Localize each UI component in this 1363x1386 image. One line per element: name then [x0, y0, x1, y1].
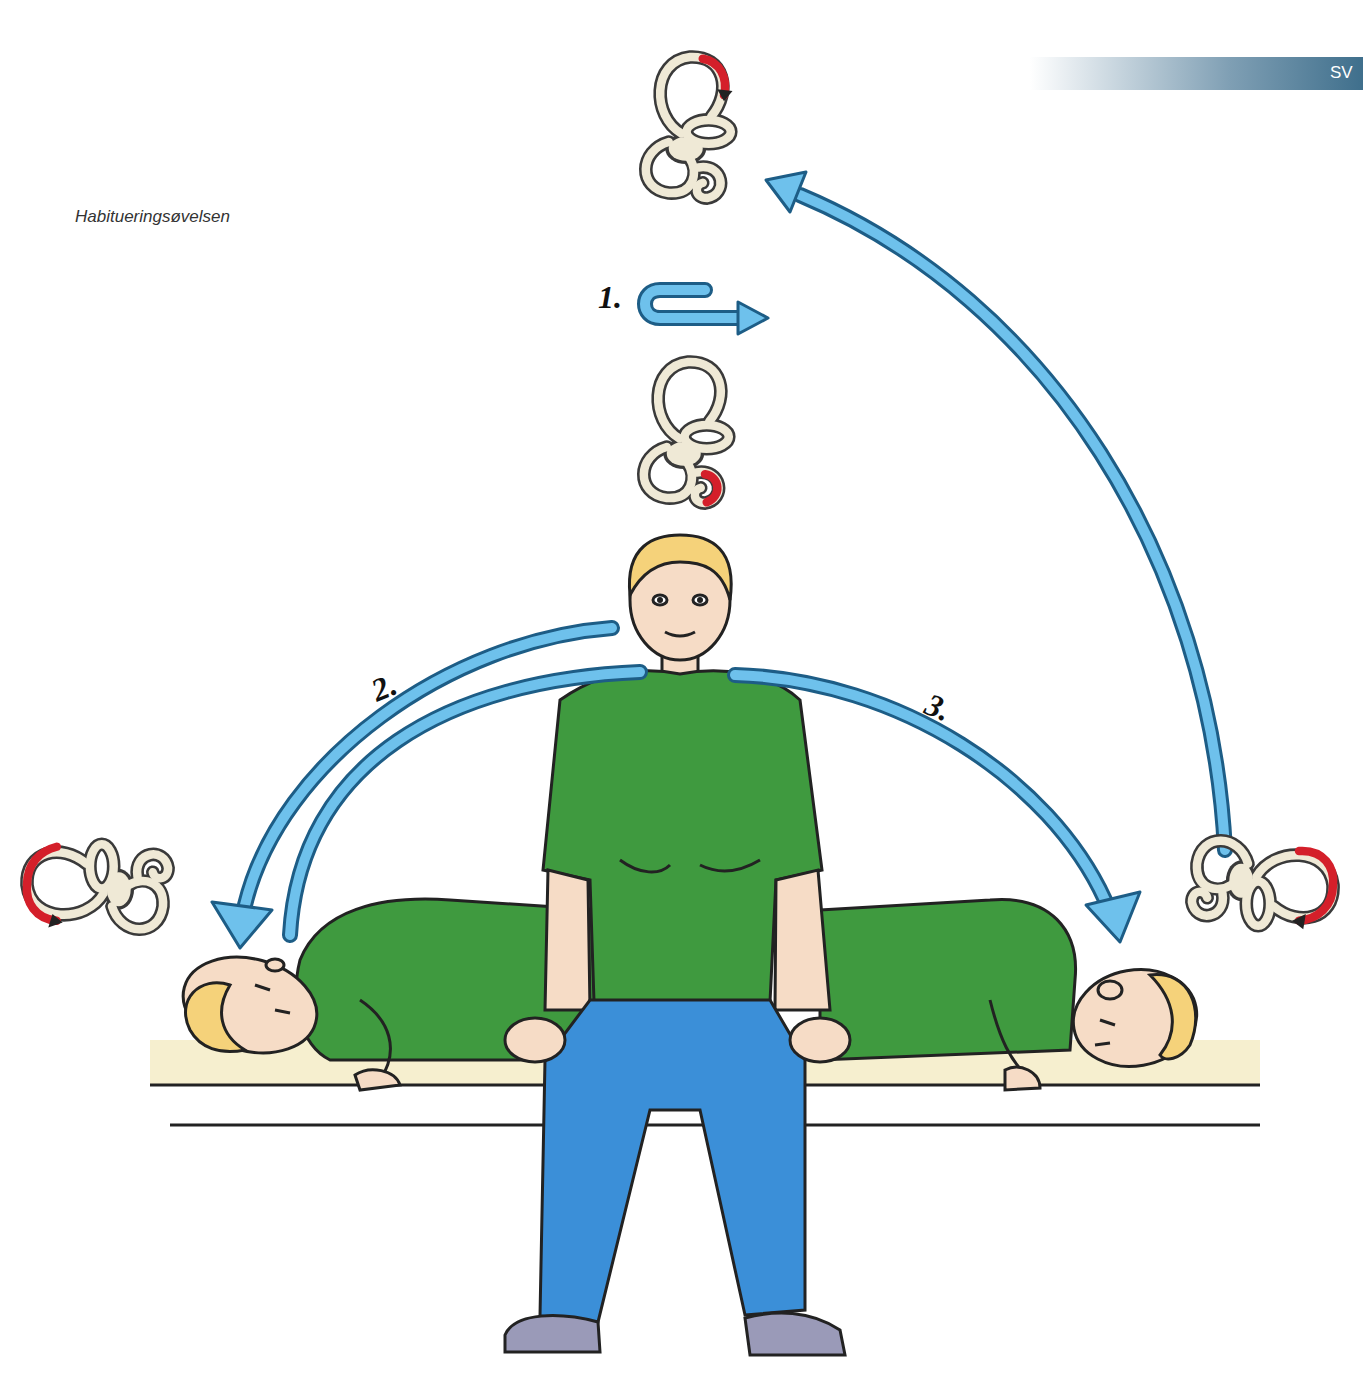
header-bar: [1030, 57, 1363, 90]
inner-ear-symbol: [644, 362, 729, 503]
header-text: SV: [1330, 63, 1353, 83]
inner-ear-symbol: [1192, 841, 1333, 926]
inner-ear-middle: [644, 362, 729, 503]
inner-ear-symbol: [646, 57, 731, 198]
movement-arrows: [212, 172, 1225, 948]
inner-ear-right: [1192, 841, 1333, 929]
figure-caption: Habitueringsøvelsen: [75, 207, 230, 227]
step-number: 1.: [598, 278, 622, 316]
lying-figure-left: [172, 899, 600, 1090]
inner-ear-left: [27, 844, 168, 929]
inner-ear-top: [646, 57, 733, 198]
step-number: 3.: [920, 685, 957, 730]
sitting-figure: [505, 535, 850, 1355]
lying-figure-right: [820, 900, 1204, 1090]
inner-ear-symbol: [27, 844, 168, 929]
